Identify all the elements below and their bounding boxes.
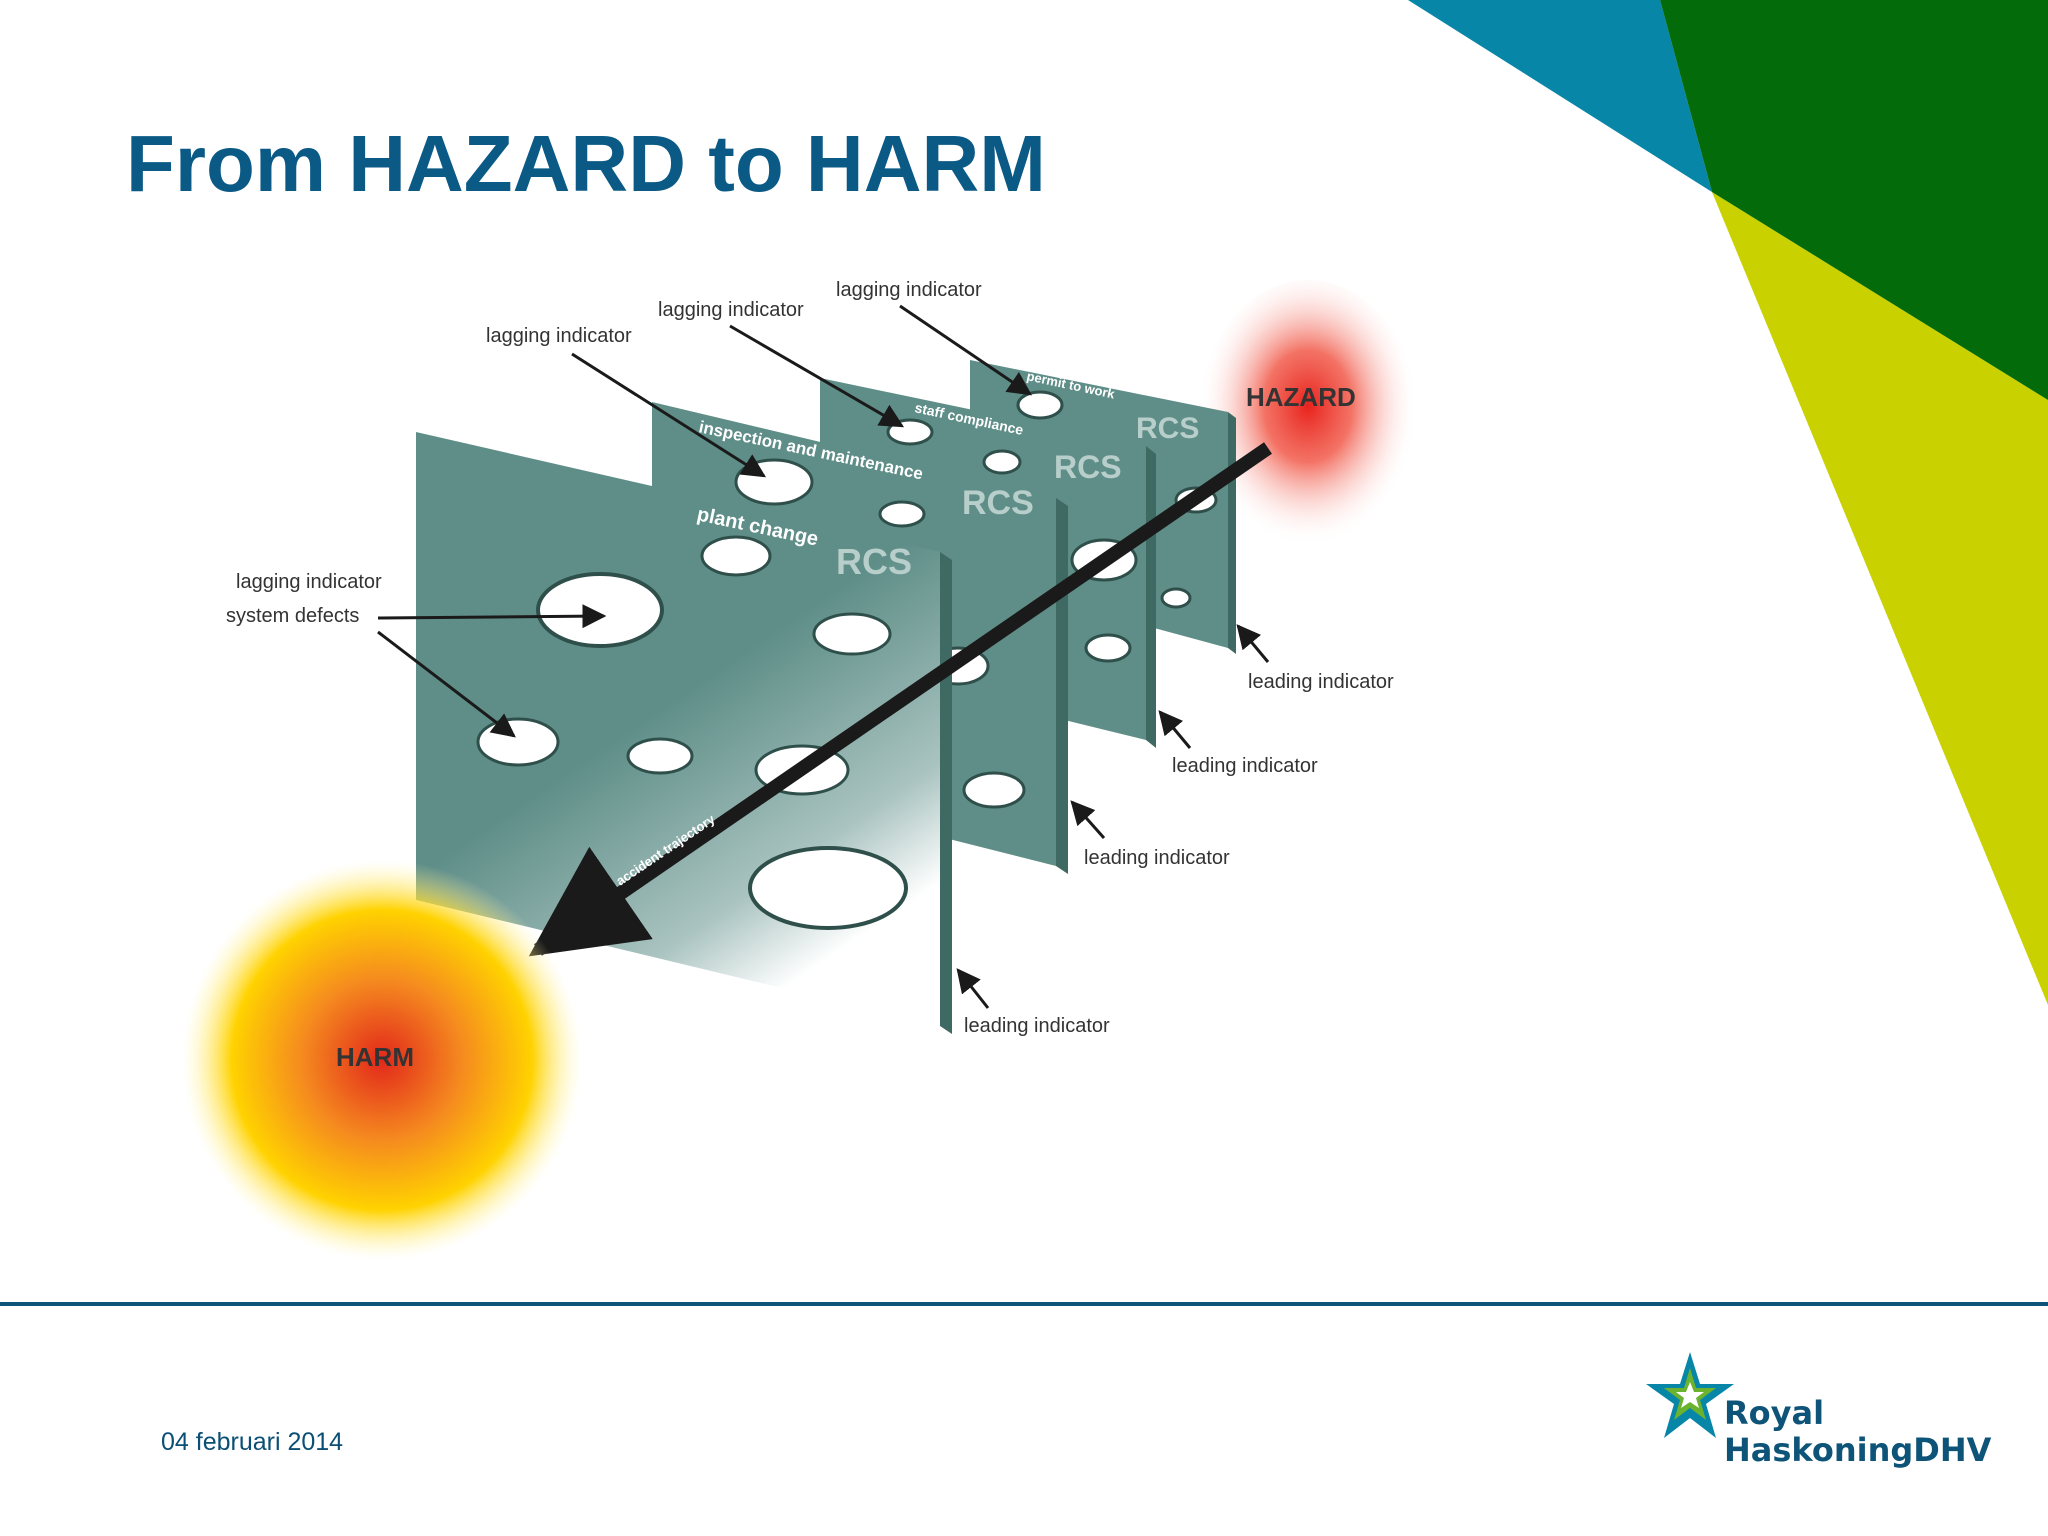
leading-label-1: leading indicator — [964, 1015, 1110, 1037]
system-defects-pointer-a — [377, 604, 607, 629]
company-logo: Royal HaskoningDHV — [1640, 1348, 1991, 1478]
leading-pointer-3 — [1158, 710, 1192, 749]
slide-title: From HAZARD to HARM — [126, 119, 1046, 208]
leading-pointer-2 — [1070, 800, 1106, 839]
barrier-tag-2: RCS — [962, 484, 1034, 522]
logo-text-haskoning: HaskoningDHV — [1724, 1431, 1992, 1469]
footer-rule — [0, 1302, 2048, 1306]
barrier-tag-3: RCS — [1054, 449, 1122, 485]
system-defects-pointer-b — [377, 630, 516, 738]
corner-green-shape — [1660, 0, 2048, 400]
lagging-label-3: lagging indicator — [658, 299, 804, 321]
leading-pointer-1 — [956, 968, 990, 1009]
harm-glow — [182, 860, 582, 1260]
system-defects-label: system defects — [226, 605, 359, 627]
slide-date: 04 februari 2014 — [161, 1428, 344, 1456]
lagging-label-2: lagging indicator — [486, 325, 632, 347]
barrier-tag-1: RCS — [836, 541, 912, 582]
leading-label-3: leading indicator — [1172, 755, 1318, 777]
lagging-pointer-2 — [571, 352, 767, 478]
corner-blue-shape — [1408, 0, 1712, 192]
hazard-glow — [1198, 280, 1418, 560]
lagging-pointer-3 — [729, 324, 905, 428]
corner-lime-shape — [1712, 192, 2048, 1005]
hazard-label: HAZARD — [1246, 382, 1356, 412]
leading-pointer-4 — [1236, 624, 1270, 663]
harm-label: HARM — [336, 1042, 414, 1072]
logo-text-royal: Royal — [1724, 1394, 1825, 1432]
lagging-label-4: lagging indicator — [836, 279, 982, 301]
leading-label-2: leading indicator — [1084, 847, 1230, 869]
star-logo-icon — [1646, 1352, 1734, 1438]
lagging-pointer-4 — [899, 304, 1032, 396]
accident-trajectory-arrow — [528, 442, 1272, 957]
leading-label-4: leading indicator — [1248, 671, 1394, 693]
lagging-label-1: lagging indicator — [236, 571, 382, 593]
barrier-tag-4: RCS — [1136, 412, 1199, 445]
